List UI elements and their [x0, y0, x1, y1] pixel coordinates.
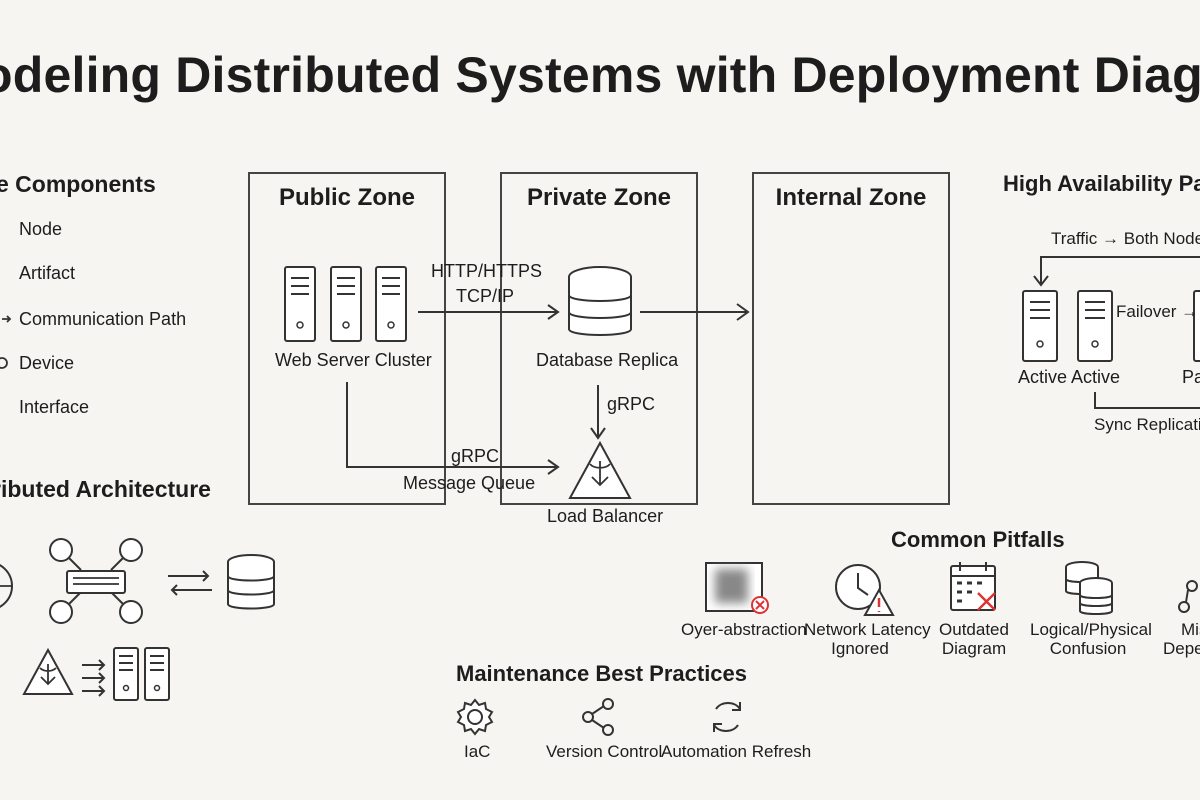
active-label-1: Active	[1018, 367, 1068, 387]
internal-zone-title: Internal Zone	[775, 184, 927, 211]
refresh-icon	[706, 697, 750, 742]
passive-server-icon	[1192, 289, 1200, 368]
traffic-connector	[1033, 256, 1200, 287]
clock-warning-icon	[833, 562, 899, 623]
grpc-horizontal-label: gRPC	[451, 446, 500, 466]
pitfall-label-over-abstraction: Oyer-abstraction	[681, 620, 807, 639]
message-queue-label: Message Queue	[403, 473, 536, 493]
database-icon	[224, 552, 278, 621]
failover-label: Failover →	[1116, 302, 1199, 321]
server-small-icon-1	[112, 646, 140, 707]
component-label-device: Device	[19, 353, 75, 373]
load-balancer-icon	[566, 440, 634, 507]
active-label-2: Active	[1071, 367, 1121, 387]
web-server-icon-3	[374, 265, 408, 348]
tcp-ip-label: TCP/IP	[456, 286, 515, 306]
gear-icon	[455, 697, 495, 742]
pitfall-label-ignored: Ignored	[831, 639, 889, 658]
link-icon	[1178, 579, 1200, 626]
pitfall-label-mis: Mis	[1181, 620, 1200, 639]
sync-connector	[1094, 392, 1200, 409]
web-server-cluster-label: Web Server Cluster	[275, 350, 432, 370]
maintenance-label-iac: IaC	[464, 742, 491, 761]
distributed-title: ributed Architecture	[0, 476, 211, 502]
pitfalls-title: Common Pitfalls	[891, 527, 1065, 552]
page-title: odeling Distributed Systems with Deploym…	[0, 47, 1200, 103]
pitfall-label-confusion: Confusion	[1049, 639, 1127, 658]
arrow-icon	[0, 309, 14, 334]
web-server-icon-1	[283, 265, 317, 348]
database-replica-label: Database Replica	[536, 350, 679, 370]
web-server-icon-2	[329, 265, 363, 348]
fanout-arrows-icon	[80, 657, 110, 704]
passive-label: Pa	[1182, 367, 1200, 387]
database-stack-icon	[1062, 559, 1118, 624]
load-balancer-small-icon	[20, 646, 76, 703]
bidirectional-arrow-icon	[164, 568, 216, 603]
component-label-communication-path: Communication Path	[19, 309, 187, 329]
server-small-icon-2	[143, 646, 171, 707]
high-availability-title: High Availability Pa	[1003, 171, 1200, 196]
active-server-icon-2	[1076, 289, 1114, 368]
component-label-artifact: Artifact	[19, 263, 76, 283]
database-replica-icon	[565, 265, 635, 348]
grpc-vertical-label: gRPC	[607, 394, 656, 414]
private-zone-box: Private Zone	[500, 172, 698, 505]
component-label-interface: Interface	[19, 397, 90, 417]
load-balancer-label: Load Balancer	[547, 506, 664, 526]
pitfall-label-logical-physical: Logical/Physical	[1030, 620, 1152, 639]
http-https-label: HTTP/HTTPS	[431, 261, 542, 281]
component-label-node: Node	[19, 219, 63, 239]
maintenance-title: Maintenance Best Practices	[456, 661, 748, 686]
globe-icon	[0, 557, 20, 620]
traffic-label: Traffic → Both Nodes	[1051, 229, 1200, 248]
private-zone-title: Private Zone	[526, 184, 672, 211]
internal-zone-box: Internal Zone	[752, 172, 950, 505]
calendar-x-icon	[949, 561, 1003, 620]
pitfall-label-depen: Depen	[1163, 639, 1200, 658]
blurred-warning-icon	[704, 561, 772, 620]
public-zone-title: Public Zone	[278, 184, 415, 211]
components-title: e Components	[0, 171, 156, 197]
pitfall-label-network-latency: Network Latency	[804, 620, 931, 639]
maintenance-label-automation-refresh: Automation Refresh	[661, 742, 812, 761]
active-server-icon-1	[1021, 289, 1059, 368]
share-icon	[578, 696, 620, 743]
pitfall-label-outdated: Outdated	[939, 620, 1009, 639]
device-icon	[0, 353, 12, 378]
maintenance-label-version-control: Version Control	[546, 742, 663, 761]
public-zone-box: Public Zone	[248, 172, 446, 505]
sync-replication-label: Sync Replicatio	[1094, 415, 1200, 434]
pitfall-label-diagram: Diagram	[941, 639, 1007, 658]
network-switch-icon	[47, 536, 147, 633]
